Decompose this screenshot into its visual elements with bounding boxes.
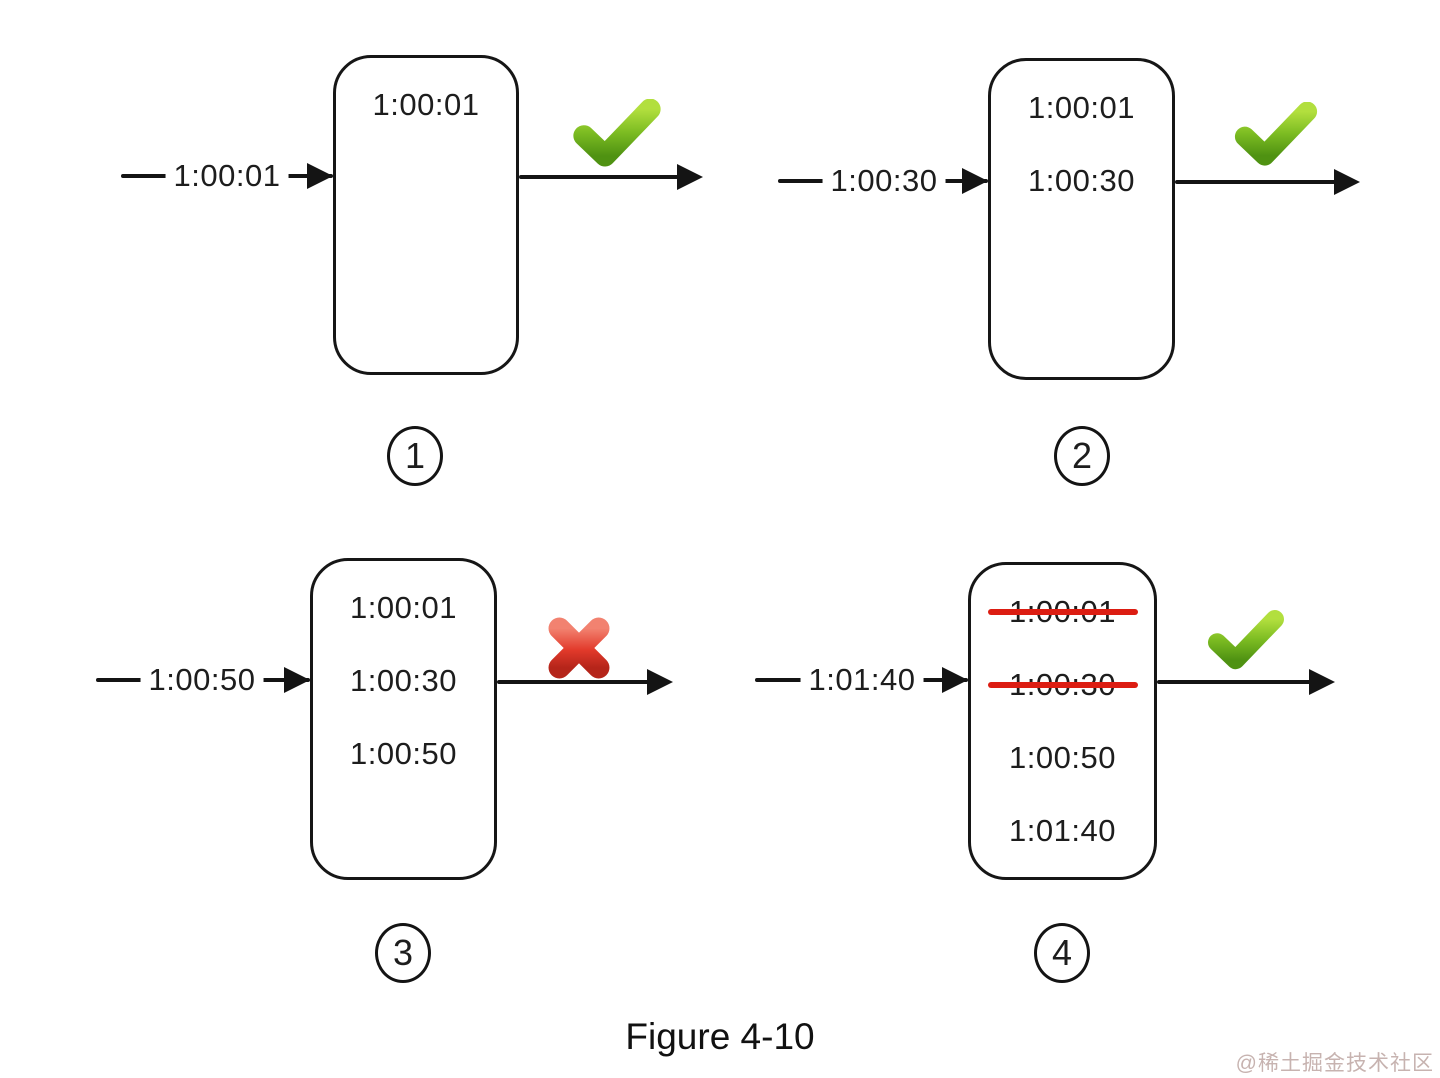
entry-time: 1:01:40 bbox=[1009, 812, 1116, 848]
panel-number-badge: 4 bbox=[1034, 923, 1090, 983]
outgoing-arrow-head bbox=[647, 669, 673, 695]
window-box: 1:00:01 1:00:30 1:00:50 1:01:40 bbox=[968, 562, 1157, 880]
entry-time: 1:00:50 bbox=[350, 735, 457, 771]
outgoing-arrow-line bbox=[1175, 180, 1338, 184]
incoming-arrow-head bbox=[307, 163, 333, 189]
incoming-request-time: 1:00:30 bbox=[822, 163, 946, 199]
entry-time: 1:00:50 bbox=[1009, 739, 1116, 775]
window-entry: 1:00:01 bbox=[336, 68, 516, 141]
entry-time: 1:00:30 bbox=[1028, 162, 1135, 198]
incoming-request-time: 1:00:01 bbox=[165, 158, 289, 194]
window-entry: 1:00:30 bbox=[991, 144, 1172, 217]
panel-number-badge: 2 bbox=[1054, 426, 1110, 486]
window-entry-expired: 1:00:30 bbox=[971, 648, 1154, 721]
outgoing-arrow-line bbox=[1157, 680, 1311, 684]
entry-time: 1:00:01 bbox=[350, 589, 457, 625]
outgoing-arrow-head bbox=[1309, 669, 1335, 695]
figure-caption: Figure 4-10 bbox=[625, 1016, 815, 1057]
entry-time: 1:00:01 bbox=[1028, 89, 1135, 125]
window-entry: 1:00:01 bbox=[991, 71, 1172, 144]
strike-line bbox=[987, 681, 1138, 688]
cross-icon bbox=[548, 617, 610, 679]
check-icon bbox=[1208, 610, 1284, 670]
panel-number-badge: 3 bbox=[375, 923, 431, 983]
incoming-arrow-head bbox=[962, 168, 988, 194]
incoming-arrow-head bbox=[942, 667, 968, 693]
panel-number: 2 bbox=[1071, 435, 1093, 476]
window-box: 1:00:01 1:00:30 bbox=[988, 58, 1175, 380]
entry-time: 1:00:01 bbox=[372, 86, 480, 122]
outgoing-arrow-line bbox=[519, 175, 681, 179]
incoming-request-time: 1:01:40 bbox=[800, 662, 924, 698]
window-box: 1:00:01 bbox=[333, 55, 519, 375]
window-entry: 1:00:30 bbox=[313, 644, 494, 717]
panel-number: 4 bbox=[1051, 932, 1073, 973]
window-entry: 1:00:50 bbox=[313, 717, 494, 790]
incoming-request-time: 1:00:50 bbox=[140, 662, 264, 698]
strike-line bbox=[987, 608, 1138, 615]
outgoing-arrow-line bbox=[497, 680, 649, 684]
window-box: 1:00:01 1:00:30 1:00:50 bbox=[310, 558, 497, 880]
watermark: @稀土掘金技术社区 bbox=[1235, 1052, 1434, 1075]
panel-number: 3 bbox=[392, 932, 414, 973]
window-entry: 1:01:40 bbox=[971, 794, 1154, 867]
check-icon bbox=[1234, 102, 1318, 166]
panel-number: 1 bbox=[404, 435, 426, 476]
outgoing-arrow-head bbox=[677, 164, 703, 190]
entry-time: 1:00:30 bbox=[350, 662, 457, 698]
window-entry-expired: 1:00:01 bbox=[971, 575, 1154, 648]
panel-number-badge: 1 bbox=[387, 426, 443, 486]
check-icon bbox=[573, 99, 661, 167]
window-entry: 1:00:50 bbox=[971, 721, 1154, 794]
outgoing-arrow-head bbox=[1334, 169, 1360, 195]
incoming-arrow-head bbox=[284, 667, 310, 693]
window-entry: 1:00:01 bbox=[313, 571, 494, 644]
